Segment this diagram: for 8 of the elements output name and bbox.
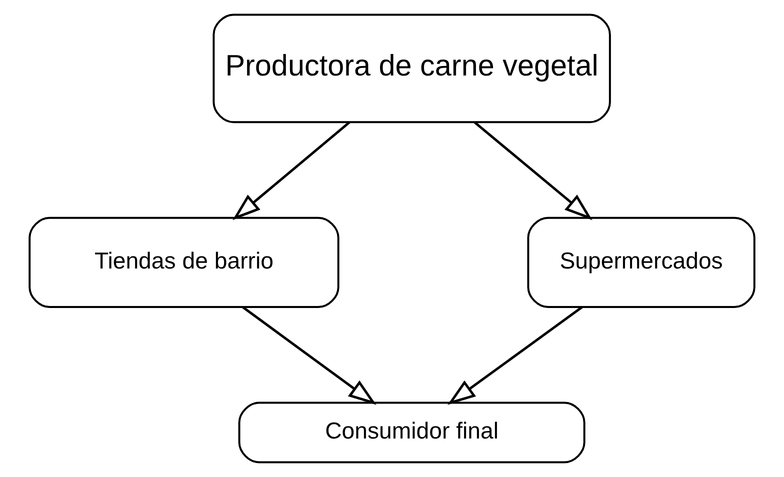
arrow bbox=[232, 121, 350, 220]
arrow bbox=[474, 121, 592, 220]
arrow bbox=[448, 306, 583, 405]
node-box: Productora de carne vegetal bbox=[212, 14, 611, 124]
node-box: Tiendas de barrio bbox=[28, 216, 340, 308]
node-box: Consumidor final bbox=[238, 402, 586, 464]
node-box: Supermercados bbox=[527, 216, 756, 308]
arrow bbox=[242, 306, 376, 405]
